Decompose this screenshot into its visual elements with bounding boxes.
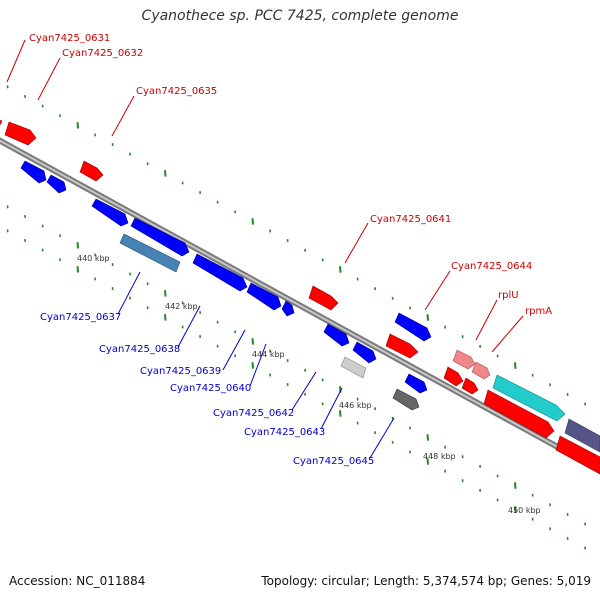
scale-tick bbox=[426, 314, 430, 321]
gene-cyan7425-0645[interactable] bbox=[392, 388, 420, 411]
gene-blue-d[interactable] bbox=[130, 217, 190, 257]
gene-pink-a[interactable] bbox=[452, 349, 476, 370]
gene-blue-e[interactable] bbox=[323, 323, 350, 347]
label-cyan7425-0631: Cyan7425_0631 bbox=[29, 33, 110, 44]
scale-tick bbox=[514, 506, 517, 513]
scale-tick bbox=[76, 242, 80, 249]
gene-red-b[interactable] bbox=[483, 389, 555, 439]
label-cyan7425-0639: Cyan7425_0639 bbox=[140, 366, 221, 377]
forward-strand-genes bbox=[0, 119, 600, 475]
gene-pink-b[interactable] bbox=[471, 361, 491, 380]
gene-rplu[interactable] bbox=[443, 366, 464, 387]
gene-blue-f[interactable] bbox=[352, 341, 377, 364]
scale-tick bbox=[514, 482, 517, 489]
gene-cyan7425-0638[interactable] bbox=[192, 253, 248, 292]
gene-cyan7425-0631[interactable] bbox=[0, 119, 3, 129]
scale-label-444: 444 kbp bbox=[252, 350, 285, 359]
label-cyan7425-0645: Cyan7425_0645 bbox=[293, 456, 374, 467]
label-cyan7425-0638: Cyan7425_0638 bbox=[99, 344, 180, 355]
gene-cyan7425-0645-blue[interactable] bbox=[404, 373, 428, 394]
scale-label-450: 450 kbp bbox=[508, 506, 541, 515]
gene-labels-reverse: Cyan7425_0637 Cyan7425_0638 Cyan7425_063… bbox=[40, 312, 374, 467]
gene-cyan7425-0635[interactable] bbox=[79, 160, 104, 182]
gene-cyan7425-0640[interactable] bbox=[281, 300, 295, 317]
label-cyan7425-0637: Cyan7425_0637 bbox=[40, 312, 121, 323]
label-leaders bbox=[6, 39, 524, 459]
scale-tick bbox=[339, 410, 342, 417]
label-rpma: rpmA bbox=[525, 306, 552, 317]
scale-tick bbox=[164, 170, 167, 177]
scale-tick bbox=[251, 218, 255, 225]
gene-blue-c[interactable] bbox=[91, 198, 129, 227]
scale-labels: 440 kbp 442 kbp 444 kbp 446 kbp 448 kbp … bbox=[77, 254, 541, 515]
accession-text: Accession: NC_011884 bbox=[9, 574, 146, 588]
gene-blue-b[interactable] bbox=[46, 174, 67, 194]
label-cyan7425-0643: Cyan7425_0643 bbox=[244, 427, 325, 438]
label-cyan7425-0644: Cyan7425_0644 bbox=[451, 261, 532, 272]
gene-rpma[interactable] bbox=[461, 377, 479, 395]
map-title: Cyanothece sp. PCC 7425, complete genome bbox=[141, 8, 459, 24]
gene-cyan7425-0632[interactable] bbox=[4, 121, 37, 146]
reverse-strand-genes bbox=[20, 160, 432, 411]
gene-cyan7425-0639[interactable] bbox=[246, 282, 282, 311]
gene-cyan7425-0641[interactable] bbox=[308, 285, 339, 311]
scale-tick bbox=[251, 362, 255, 369]
scale-tick bbox=[426, 458, 430, 465]
scale-label-442: 442 kbp bbox=[165, 302, 198, 311]
scale-tick bbox=[514, 362, 517, 369]
gene-cyan7425-0637[interactable] bbox=[119, 233, 181, 273]
label-cyan7425-0642: Cyan7425_0642 bbox=[213, 408, 294, 419]
label-cyan7425-0635: Cyan7425_0635 bbox=[136, 86, 217, 97]
gene-blue-g[interactable] bbox=[394, 312, 432, 342]
scale-tick bbox=[339, 266, 342, 273]
scale-label-446: 446 kbp bbox=[339, 401, 372, 410]
scale-tick bbox=[76, 266, 80, 273]
scale-tick bbox=[251, 338, 255, 345]
genome-backbone bbox=[0, 137, 600, 474]
gene-cyan7425-0643[interactable] bbox=[340, 356, 367, 379]
label-cyan7425-0641: Cyan7425_0641 bbox=[370, 214, 451, 225]
gene-red-a[interactable] bbox=[385, 333, 419, 359]
label-cyan7425-0640: Cyan7425_0640 bbox=[170, 383, 251, 394]
label-cyan7425-0632: Cyan7425_0632 bbox=[62, 48, 143, 59]
scale-label-440: 440 kbp bbox=[77, 254, 110, 263]
scale-tick bbox=[76, 122, 80, 129]
scale-tick bbox=[164, 314, 167, 321]
gene-red-c[interactable] bbox=[555, 435, 600, 475]
gene-blue-a[interactable] bbox=[20, 160, 47, 184]
gene-labels-forward: Cyan7425_0631 Cyan7425_0632 Cyan7425_063… bbox=[29, 33, 552, 317]
label-rplu: rplU bbox=[498, 290, 519, 301]
gene-cyan[interactable] bbox=[492, 374, 566, 422]
scale-ticks bbox=[6, 85, 587, 550]
gene-navy[interactable] bbox=[564, 418, 600, 453]
scale-tick bbox=[164, 290, 167, 297]
scale-tick bbox=[426, 434, 430, 441]
scale-label-448: 448 kbp bbox=[423, 452, 456, 461]
genome-summary-text: Topology: circular; Length: 5,374,574 bp… bbox=[261, 574, 591, 588]
